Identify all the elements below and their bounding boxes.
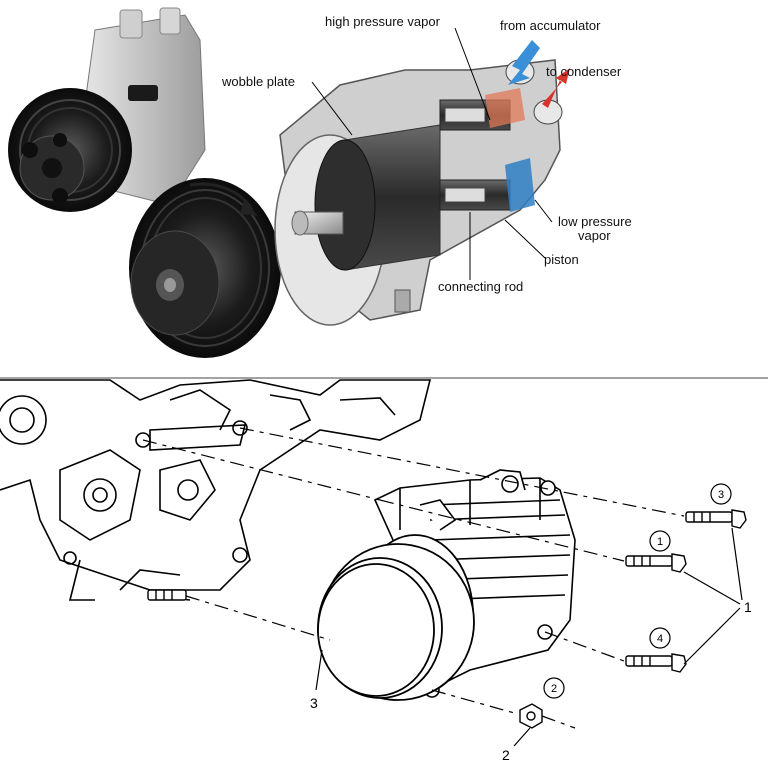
callout-circle-4: 4: [649, 627, 671, 649]
callout-3-text: 3: [718, 489, 724, 501]
engine-bracket: [0, 379, 432, 601]
bolt-3: [685, 509, 747, 529]
low-pressure-zone: [505, 158, 535, 212]
nut-2: [519, 703, 543, 729]
compressor-photo: [8, 7, 206, 212]
callout-2-text: 2: [551, 683, 557, 695]
clutch-pulley: [129, 178, 281, 358]
label-nut-2: 2: [502, 747, 510, 763]
callout-circle-3: 3: [710, 483, 732, 505]
label-piston: piston: [544, 252, 579, 267]
callout-circle-1: 1: [649, 530, 671, 552]
label-wobble-plate: wobble plate: [221, 74, 295, 89]
rotation-arrow-icon: [240, 200, 258, 216]
label-from-accumulator: from accumulator: [500, 18, 601, 33]
callout-4-text: 4: [657, 633, 663, 645]
label-to-condenser: to condenser: [546, 64, 622, 79]
label-connecting-rod: connecting rod: [438, 279, 523, 294]
compressor-clutch: [317, 534, 475, 701]
callout-leaders: [315, 527, 743, 747]
outlet-arrow-icon: [542, 68, 570, 108]
cutaway-compressor: [274, 59, 563, 326]
alignment-lines: [142, 427, 685, 729]
label-low-pressure-vapor-1: low pressure: [558, 214, 632, 229]
left-stud: [147, 589, 187, 601]
label-high-pressure-vapor: high pressure vapor: [325, 14, 441, 29]
bolt-4: [625, 653, 687, 673]
callout-circle-2: 2: [543, 677, 565, 699]
top-leader-lines: [311, 27, 553, 280]
inlet-arrow-icon: [508, 40, 540, 85]
callout-1-text: 1: [657, 536, 663, 548]
label-bolts-group-1: 1: [744, 599, 752, 615]
label-compressor-3: 3: [310, 695, 318, 711]
bolt-1: [625, 553, 687, 573]
label-low-pressure-vapor-2: vapor: [578, 228, 611, 243]
